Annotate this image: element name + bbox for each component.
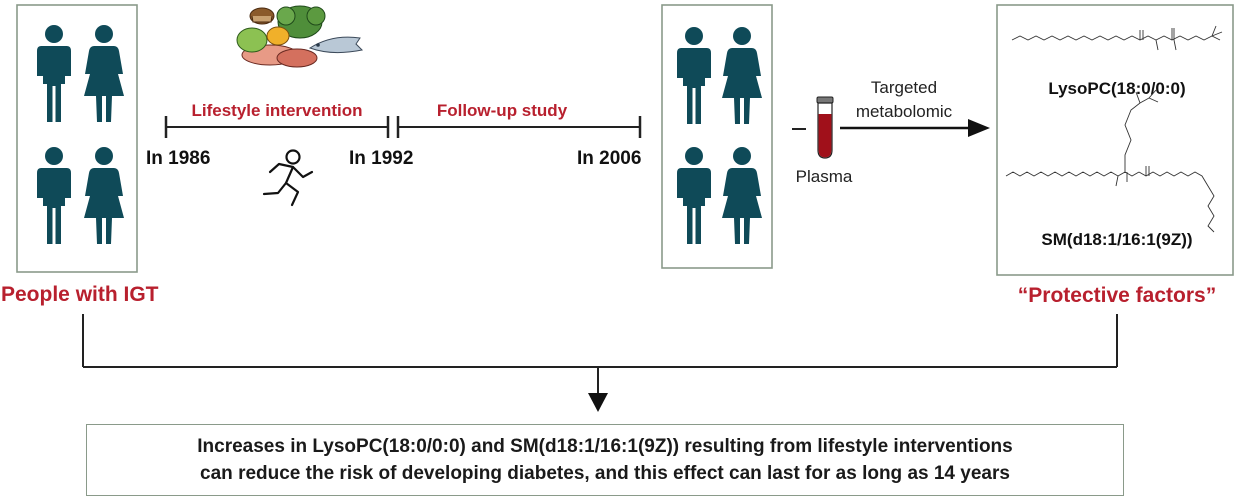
down-arrowhead xyxy=(588,393,608,412)
result-label: “Protective factors” xyxy=(1018,284,1216,307)
method-label-line1: Targeted xyxy=(871,78,937,97)
followup-label: Follow-up study xyxy=(437,101,568,120)
method-arrowhead xyxy=(968,119,990,137)
lysopc-structure-icon xyxy=(1011,25,1223,51)
sm-structure-icon xyxy=(1005,89,1215,233)
year-mid-label: In 1992 xyxy=(349,148,413,169)
conclusion-line1: Increases in LysoPC(18:0/0:0) and SM(d18… xyxy=(197,436,1013,457)
lysopc-label: LysoPC(18:0/0:0) xyxy=(1048,79,1185,98)
food-icon xyxy=(236,5,364,68)
timeline xyxy=(164,116,642,138)
middle-people-box xyxy=(661,4,773,269)
conclusion-line2: can reduce the risk of developing diabet… xyxy=(200,463,1010,484)
year-end-label: In 2006 xyxy=(577,148,641,169)
metabolites-box xyxy=(996,4,1234,276)
intervention-label: Lifestyle intervention xyxy=(192,101,363,120)
sm-label: SM(d18:1/16:1(9Z)) xyxy=(1041,230,1192,249)
plasma-label: Plasma xyxy=(796,167,853,186)
running-person-icon xyxy=(262,149,314,207)
method-label-line2: metabolomic xyxy=(856,102,953,121)
conclusion-box: Increases in LysoPC(18:0/0:0) and SM(d18… xyxy=(86,424,1124,496)
year-start-label: In 1986 xyxy=(146,148,210,169)
bracket-connector xyxy=(82,314,1118,395)
group-label: People with IGT xyxy=(1,283,159,306)
blood-tube-icon xyxy=(816,96,834,159)
left-people-box xyxy=(16,4,138,273)
